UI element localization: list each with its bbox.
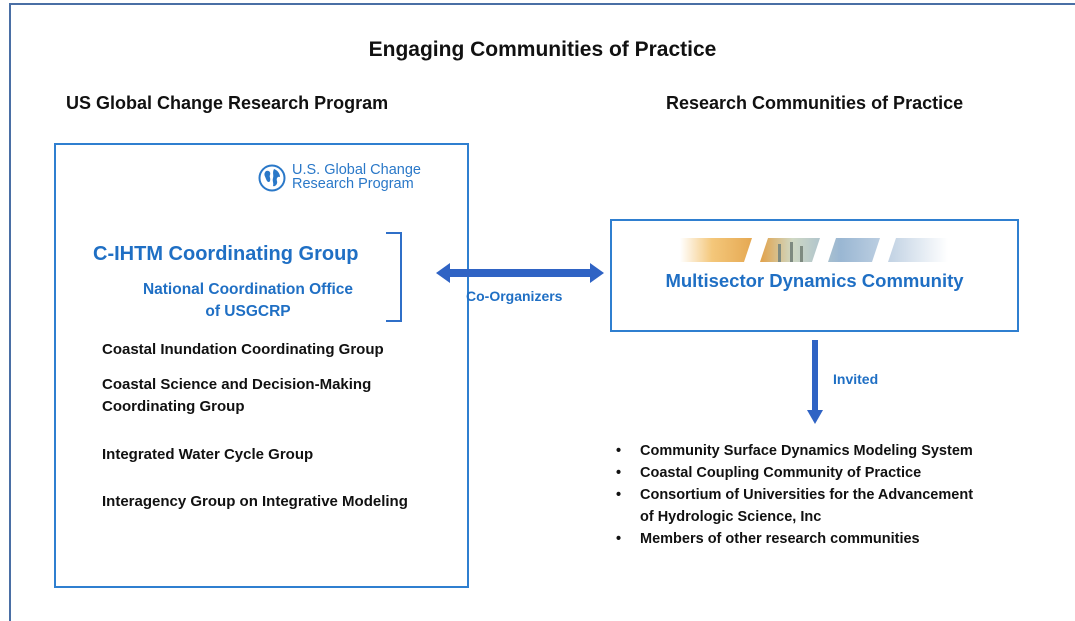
list-item-line: Consortium of Universities for the Advan… — [640, 487, 974, 503]
globe-icon — [258, 164, 286, 192]
coordination-office-line-1: National Coordination Office — [142, 281, 354, 298]
list-item: Consortium of Universities for the Advan… — [614, 484, 973, 528]
list-item: Community Surface Dynamics Modeling Syst… — [614, 440, 973, 462]
coordination-office: National Coordination Office of USGCRP — [118, 279, 378, 323]
group-item-line: Integrated Water Cycle Group — [102, 446, 314, 463]
co-organizers-label: Co-Organizers — [466, 288, 563, 304]
group-item: Coastal Science and Decision-Making Coor… — [102, 374, 371, 418]
list-item: Coastal Coupling Community of Practice — [614, 462, 973, 484]
list-item-line: of Hydrologic Science, Inc — [640, 509, 822, 525]
list-item: Members of other research communities — [614, 528, 973, 550]
logo-line-2: Research Program — [292, 176, 414, 192]
list-item-line: Coastal Coupling Community of Practice — [640, 465, 922, 481]
list-item-line: Members of other research communities — [640, 531, 920, 547]
usgcrp-logo: U.S. Global Change Research Program — [258, 163, 421, 192]
group-item-line: Coordinating Group — [102, 398, 245, 415]
outer-frame — [9, 3, 1075, 621]
invited-list: Community Surface Dynamics Modeling Syst… — [614, 440, 973, 550]
right-column-header: Research Communities of Practice — [666, 93, 964, 113]
group-item-line: Coastal Inundation Coordinating Group — [102, 341, 384, 358]
group-item: Integrated Water Cycle Group — [102, 444, 313, 466]
group-item-line: Coastal Science and Decision-Making — [102, 376, 372, 393]
usgcrp-box — [54, 143, 469, 588]
down-arrow-icon — [807, 340, 823, 424]
list-item-line: Community Surface Dynamics Modeling Syst… — [640, 443, 973, 459]
group-item: Coastal Inundation Coordinating Group — [102, 339, 384, 361]
community-title: Multisector Dynamics Community — [665, 270, 964, 291]
coordinating-group-title: C-IHTM Coordinating Group — [93, 243, 359, 265]
group-item: Interagency Group on Integrative Modelin… — [102, 491, 408, 513]
grouping-bracket — [386, 232, 402, 322]
diagram-title: Engaging Communities of Practice — [368, 38, 717, 61]
double-arrow-icon — [436, 263, 604, 283]
invited-label: Invited — [833, 371, 879, 387]
community-banner-image — [680, 238, 948, 262]
left-column-header: US Global Change Research Program — [66, 93, 389, 113]
community-box — [610, 219, 1019, 332]
coordination-office-line-2: of USGCRP — [205, 303, 291, 320]
logo-line-1: U.S. Global Change — [292, 162, 421, 178]
group-item-line: Interagency Group on Integrative Modelin… — [102, 493, 408, 510]
